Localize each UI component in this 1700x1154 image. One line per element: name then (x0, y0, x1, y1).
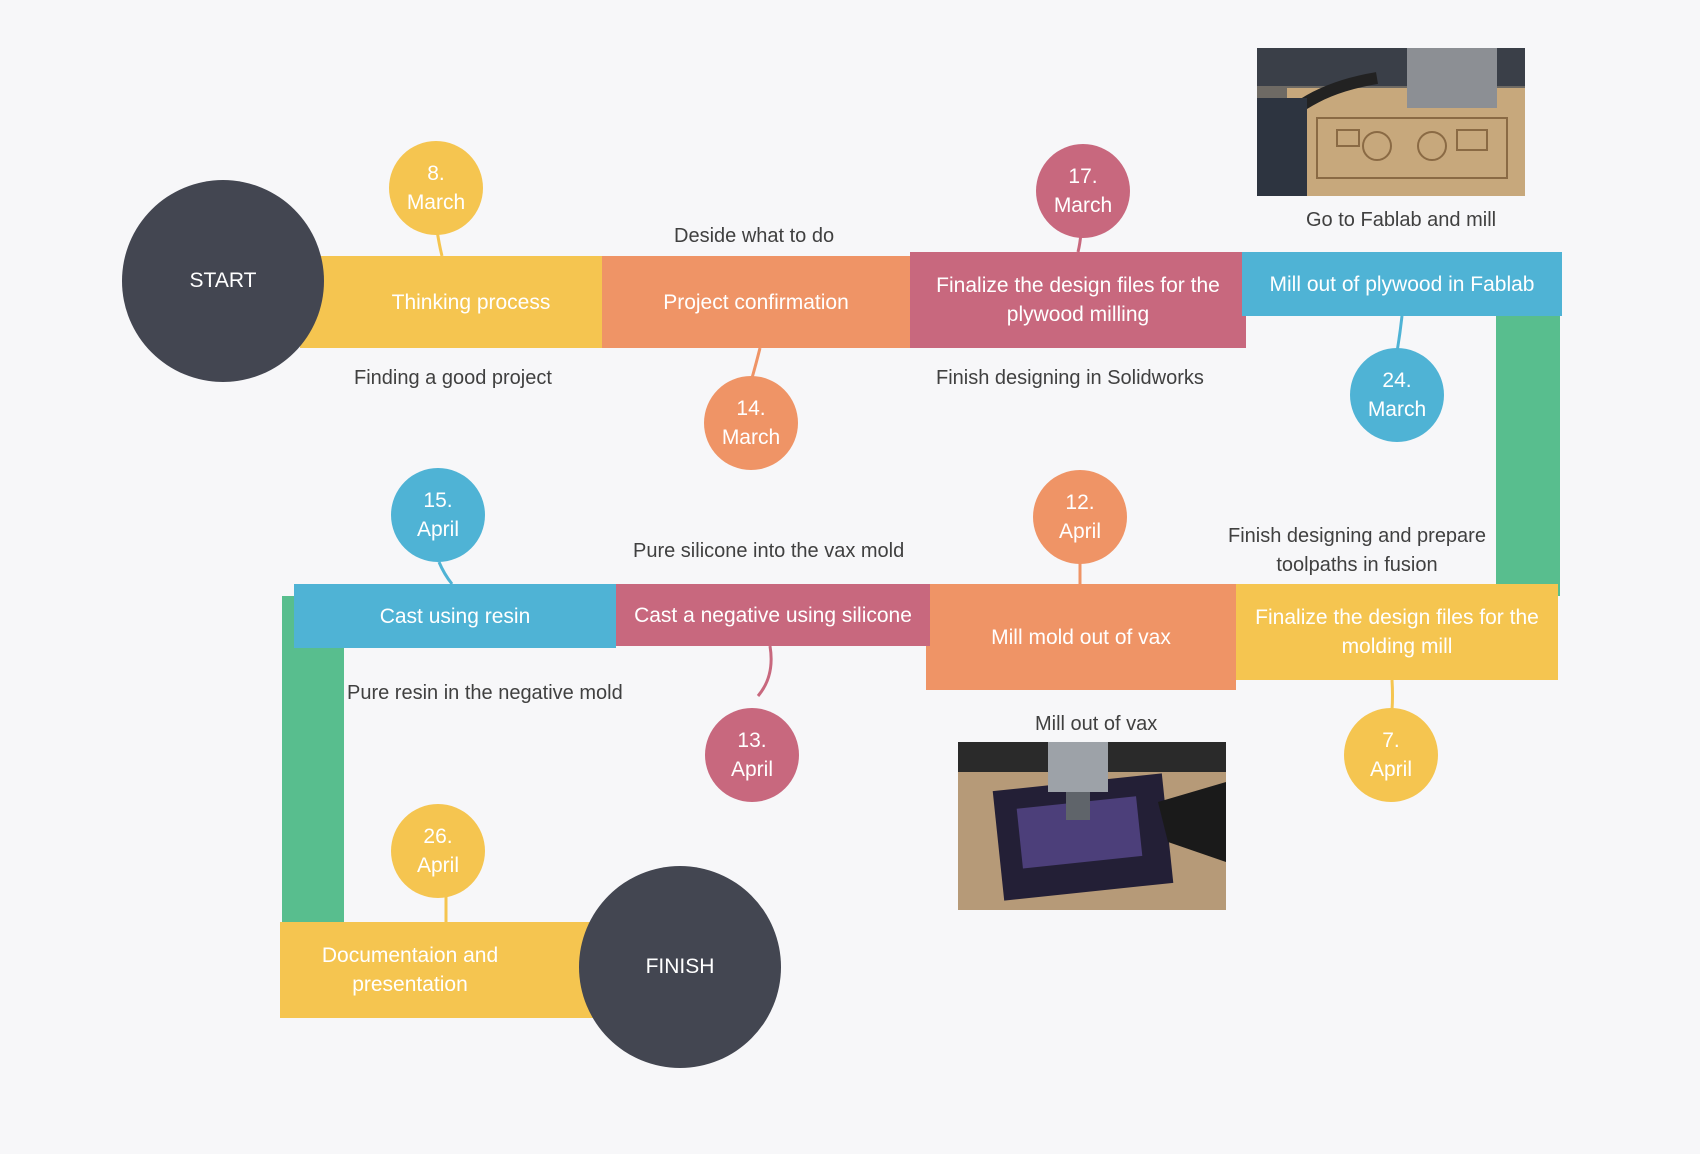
start-label: START (189, 269, 257, 292)
step-label: Finalize the design files for the plywoo… (936, 274, 1220, 326)
step-label: Mill out of plywood in Fablab (1269, 272, 1535, 296)
step-documentation: Documentaion and presentation (280, 922, 610, 1018)
date-month: March (1053, 194, 1113, 217)
date-day: 13. (737, 729, 767, 752)
note-fusion: Finish designing and prepare toolpaths i… (1228, 525, 1486, 576)
step-label: Mill mold out of vax (991, 625, 1171, 649)
date-month: March (406, 191, 466, 214)
note-silicone: Pure silicone into the vax mold (633, 540, 905, 562)
step-label: Documentaion and presentation (321, 944, 499, 996)
step-label: Thinking process (391, 290, 551, 314)
date-day: 26. (423, 825, 453, 848)
date-bubble-14-march: 14. March (704, 376, 798, 470)
date-day: 24. (1382, 369, 1412, 392)
finish-node: FINISH (579, 866, 781, 1068)
date-month: April (416, 518, 459, 541)
date-bubble-7-april: 7. April (1344, 708, 1438, 802)
step-thinking-process: Thinking process (300, 256, 602, 348)
photo-vax-milling (958, 742, 1226, 910)
date-bubble-13-april: 13. April (705, 708, 799, 802)
date-day: 17. (1068, 165, 1098, 188)
date-bubble-17-march: 17. March (1036, 144, 1130, 238)
step-label: Finalize the design files for the moldin… (1255, 606, 1539, 658)
start-node: START (122, 180, 324, 382)
step-finalize-molding-design: Finalize the design files for the moldin… (1236, 584, 1558, 680)
date-month: April (730, 758, 773, 781)
step-project-confirmation: Project confirmation (602, 256, 910, 348)
step-cast-resin: Cast using resin (294, 584, 616, 648)
date-month: April (416, 854, 459, 877)
step-label: Cast using resin (379, 604, 531, 628)
date-bubble-15-april: 15. April (391, 468, 485, 562)
note-fablab: Go to Fablab and mill (1306, 209, 1497, 231)
step-label: Project confirmation (663, 290, 849, 314)
date-month: March (721, 426, 781, 449)
step-cast-silicone: Cast a negative using silicone (616, 584, 930, 646)
date-day: 14. (736, 397, 766, 420)
step-finalize-plywood-design: Finalize the design files for the plywoo… (910, 252, 1246, 348)
date-bubble-12-april: 12. April (1033, 470, 1127, 564)
left-connector (282, 596, 344, 926)
date-day: 15. (423, 489, 453, 512)
note-resin: Pure resin in the negative mold (347, 682, 623, 704)
note-finding-project: Finding a good project (354, 367, 552, 389)
finish-label: FINISH (645, 955, 715, 978)
date-day: 8. (427, 162, 445, 185)
date-day: 12. (1065, 491, 1095, 514)
date-month: March (1367, 398, 1427, 421)
date-month: April (1369, 758, 1412, 781)
note-mill-vax: Mill out of vax (1035, 713, 1158, 735)
photo-plywood-milling (1257, 48, 1525, 196)
date-bubble-8-march: 8. March (389, 141, 483, 235)
note-deside: Deside what to do (674, 225, 835, 247)
right-connector (1496, 316, 1560, 596)
step-mill-plywood: Mill out of plywood in Fablab (1242, 252, 1562, 316)
note-solidworks: Finish designing in Solidworks (936, 367, 1204, 389)
step-label: Cast a negative using silicone (634, 603, 912, 627)
date-bubble-26-april: 26. April (391, 804, 485, 898)
date-bubble-24-march: 24. March (1350, 348, 1444, 442)
date-month: April (1058, 520, 1101, 543)
date-day: 7. (1382, 729, 1400, 752)
step-mill-mold-vax: Mill mold out of vax (926, 584, 1236, 690)
